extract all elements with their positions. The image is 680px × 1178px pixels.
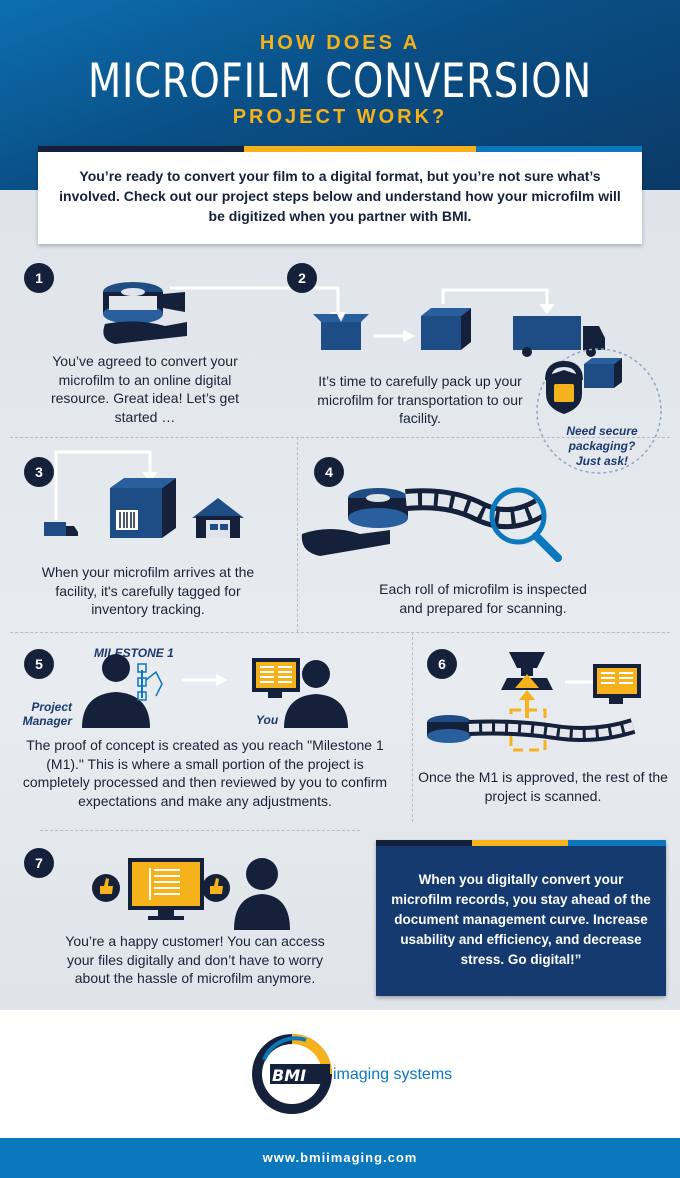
footer-bar: www.bmiimaging.com bbox=[0, 1138, 680, 1178]
film-inspection-icon bbox=[301, 487, 562, 562]
step-3-text: When your microfilm arrives at the facil… bbox=[41, 564, 255, 617]
step-2-text: It’s time to carefully pack up your micr… bbox=[317, 373, 523, 426]
quote-bar-blue bbox=[568, 840, 666, 846]
step-2-badge: 2 bbox=[287, 263, 317, 293]
step-4-badge: 4 bbox=[314, 457, 344, 487]
step-3-badge: 3 bbox=[24, 457, 54, 487]
divider-2 bbox=[10, 632, 670, 633]
warehouse-tagging-icons bbox=[44, 450, 244, 538]
intro-bar-blue bbox=[476, 146, 642, 152]
header-title: MICROFILM CONVERSION bbox=[87, 54, 593, 109]
closing-quote-text: When you digitally convert your microfil… bbox=[391, 872, 651, 967]
step-5-badge: 5 bbox=[24, 649, 54, 679]
header-line-3: PROJECT WORK? bbox=[232, 106, 448, 128]
step-4-text: Each roll of microfilm is inspected and … bbox=[379, 581, 587, 616]
intro-bar-navy bbox=[38, 146, 244, 152]
step-6-text: Once the M1 is approved, the rest of the… bbox=[418, 769, 668, 804]
packing-shipping-icons bbox=[313, 288, 605, 357]
step-7-badge: 7 bbox=[24, 848, 54, 878]
step-7-text: You’re a happy customer! You can access … bbox=[65, 933, 325, 986]
header-line-1: HOW DOES A bbox=[259, 32, 421, 54]
intro-text: You’re ready to convert your film to a d… bbox=[59, 168, 621, 224]
divider-1 bbox=[10, 437, 670, 438]
step-6-badge: 6 bbox=[427, 649, 457, 679]
secure-packaging-text: Need secure packaging? Just ask! bbox=[566, 424, 638, 468]
closing-quote-card: When you digitally convert your microfil… bbox=[376, 840, 666, 996]
quote-bar-gold bbox=[472, 840, 568, 846]
divider-v-2 bbox=[412, 632, 413, 822]
project-manager-label: Project Manager bbox=[22, 700, 72, 728]
intro-bar-gold bbox=[244, 146, 476, 152]
logo-mark: BMI bbox=[272, 1066, 307, 1085]
step-1-text: You’ve agreed to convert your microfilm … bbox=[50, 353, 240, 425]
logo-tagline: imaging systems bbox=[333, 1066, 453, 1083]
divider-v-1 bbox=[297, 437, 298, 632]
happy-customer-icons bbox=[92, 858, 290, 930]
step-1-badge: 1 bbox=[24, 263, 54, 293]
divider-3 bbox=[40, 830, 360, 831]
you-label: You bbox=[256, 713, 279, 727]
secure-packaging-callout bbox=[536, 348, 662, 474]
footer-url[interactable]: www.bmiimaging.com bbox=[262, 1150, 418, 1165]
bmi-logo-icon bbox=[252, 1034, 332, 1114]
scanning-icon bbox=[427, 652, 641, 752]
quote-bar-navy bbox=[376, 840, 472, 846]
film-reel-hand-icon bbox=[103, 282, 187, 344]
step-5-text: The proof of concept is created as you r… bbox=[22, 737, 388, 809]
milestone-people-icons bbox=[82, 654, 348, 728]
intro-card: You’re ready to convert your film to a d… bbox=[38, 146, 642, 244]
